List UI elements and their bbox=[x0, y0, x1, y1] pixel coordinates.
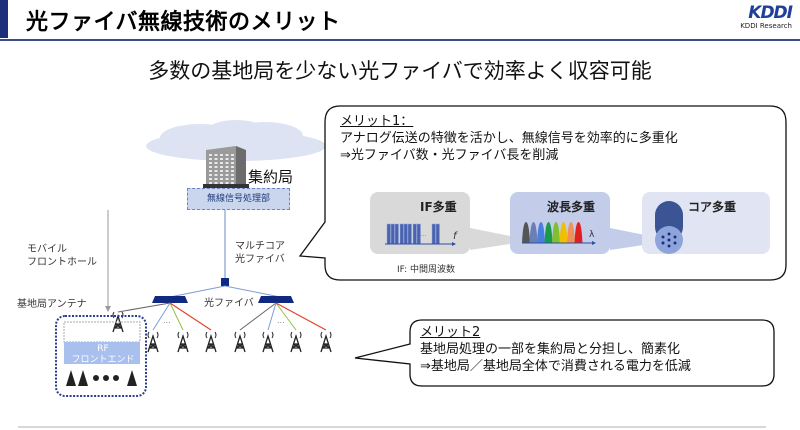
logo-mark: KDDI bbox=[748, 3, 793, 23]
wavelength-channel bbox=[559, 222, 568, 243]
if-channel bbox=[412, 223, 417, 245]
antenna-label: 基地局アンテナ bbox=[17, 299, 87, 310]
wavelength-channel bbox=[552, 222, 560, 243]
antenna-tower-icon bbox=[205, 331, 217, 353]
page-title: 光ファイバ無線技術のメリット bbox=[26, 10, 341, 35]
antenna-tower-icon bbox=[320, 331, 332, 353]
wdm-title: 波長多重 bbox=[547, 200, 596, 214]
if-channel bbox=[399, 223, 404, 245]
wavelength-channel bbox=[574, 222, 583, 243]
header-divider bbox=[0, 39, 800, 41]
header-accent-bar bbox=[0, 0, 8, 38]
if-channel bbox=[386, 223, 391, 245]
logo-subtext: KDDI Research bbox=[740, 22, 792, 30]
antenna-tower-icon bbox=[147, 331, 159, 353]
antenna-tower-icon bbox=[234, 331, 246, 353]
multicore-fiber-icon bbox=[655, 201, 683, 254]
wavelength-channel bbox=[537, 222, 545, 243]
merit1-text: メリット1： アナログ伝送の特徴を活かし、無線信号を効率的に多重化 ⇒光ファイバ… bbox=[340, 113, 678, 164]
svg-text:...: ... bbox=[420, 230, 427, 238]
fiber-connector bbox=[221, 278, 229, 286]
if-channel bbox=[435, 223, 440, 245]
central-office-label: 集約局 bbox=[248, 168, 294, 186]
antenna-tower-icon bbox=[177, 331, 189, 353]
kddi-logo: KDDI KDDI Research bbox=[740, 3, 793, 31]
splitter-right bbox=[258, 296, 294, 303]
splitter-left bbox=[152, 296, 188, 303]
antenna-elements bbox=[66, 370, 137, 386]
mobile-fronthaul-label-1: モバイル bbox=[27, 244, 67, 255]
wavelength-channel bbox=[544, 222, 553, 243]
if-channel bbox=[390, 223, 395, 245]
if-channel bbox=[403, 223, 408, 245]
rf-label-line2: フロントエンド bbox=[71, 355, 135, 365]
rf-frontend-block bbox=[64, 342, 140, 364]
if-mux-title: IF多重 bbox=[420, 200, 457, 214]
merit1-line1: アナログ伝送の特徴を活かし、無線信号を効率的に多重化 bbox=[340, 131, 678, 146]
if-channel bbox=[407, 223, 412, 245]
if-channel bbox=[394, 223, 399, 245]
ellipsis-left: ... bbox=[163, 316, 171, 325]
antenna-tower-icon bbox=[262, 331, 274, 353]
slide-subtitle: 多数の基地局を少ない光ファイバで効率よく収容可能 bbox=[148, 59, 652, 83]
core-mux-title: コア多重 bbox=[688, 200, 737, 214]
building-icon bbox=[203, 146, 249, 188]
mobile-fronthaul-label-2: フロントホール bbox=[27, 257, 97, 268]
antenna-tower-icon bbox=[290, 331, 302, 353]
ellipsis-right: ... bbox=[277, 316, 285, 325]
merit1-line2: ⇒光ファイバ数・光ファイバ長を削減 bbox=[340, 148, 559, 163]
wavelength-axis-label: λ bbox=[589, 230, 595, 240]
if-channel bbox=[431, 223, 436, 245]
rf-label-line1: RF bbox=[97, 344, 109, 354]
signal-processing-unit: 無線信号処理部 bbox=[187, 188, 290, 210]
footer-divider bbox=[18, 426, 766, 428]
merit1-heading: メリット1： bbox=[340, 114, 414, 129]
fiber-label: 光ファイバ bbox=[204, 298, 254, 309]
if-spectrum: ... bbox=[386, 223, 440, 245]
wavelength-channel bbox=[529, 222, 538, 243]
base-station-box bbox=[55, 315, 147, 397]
merit2-line1: 基地局処理の一部を集約局と分担し、簡素化 bbox=[420, 342, 681, 357]
if-note: IF: 中間周波数 bbox=[397, 265, 456, 275]
wavelength-channel bbox=[522, 222, 530, 243]
rf-frontend-label: RF フロントエンド bbox=[64, 344, 142, 366]
multicore-fiber-label-1: マルチコア bbox=[235, 241, 285, 252]
multicore-fiber-label-2: 光ファイバ bbox=[235, 254, 285, 265]
merit2-callout bbox=[354, 319, 775, 387]
wavelength-channel bbox=[567, 222, 575, 243]
freq-axis-label: f bbox=[453, 231, 457, 242]
merit2-line2: ⇒基地局／基地局全体で消費される電力を低減 bbox=[420, 359, 691, 374]
merit2-heading: メリット2 bbox=[420, 325, 481, 340]
merit2-text: メリット2 基地局処理の一部を集約局と分担し、簡素化 ⇒基地局／基地局全体で消費… bbox=[420, 324, 691, 375]
wavelength-spectrum bbox=[522, 222, 583, 243]
